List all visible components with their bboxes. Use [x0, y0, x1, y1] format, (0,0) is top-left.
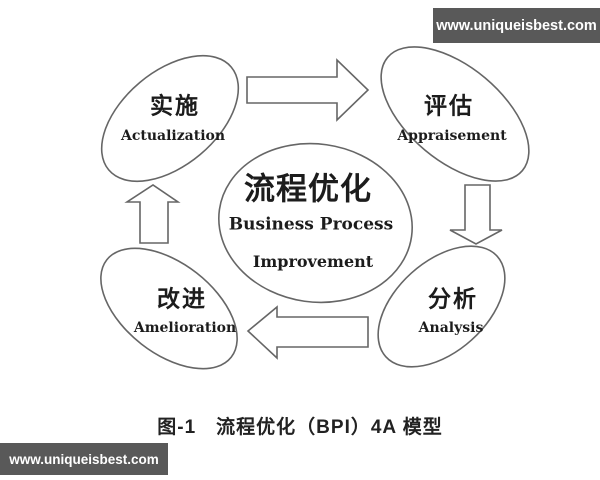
- arrow-left-analysis-to-amelioration: [246, 305, 369, 360]
- center-label-en-line2: Improvement: [252, 252, 374, 271]
- node-ellipse-amelioration: [100, 247, 238, 370]
- arrow-down-appraisement-to-analysis: [449, 184, 503, 245]
- node-ellipse-appraisement: [380, 46, 530, 182]
- arrow-up-amelioration-to-actualization: [124, 184, 181, 244]
- center-label-en-line1: Business Process: [228, 214, 394, 235]
- watermark-url-bottom: www.uniqueisbest.com: [9, 451, 159, 467]
- node-label-amelioration-zh: 改进: [157, 285, 207, 312]
- watermark-url-top: www.uniqueisbest.com: [436, 17, 597, 34]
- arrow-right-actualization-to-appraisement: [246, 58, 370, 122]
- node-ellipse-analysis: [377, 245, 506, 368]
- node-label-amelioration-en: Amelioration: [133, 320, 237, 336]
- node-label-actualization-en: Actualization: [120, 128, 226, 144]
- node-label-appraisement-zh: 评估: [424, 92, 474, 119]
- node-label-appraisement-en: Appraisement: [397, 128, 507, 144]
- figure-caption: 图-1 流程优化（BPI）4A 模型: [157, 417, 443, 438]
- node-label-analysis-en: Analysis: [418, 320, 484, 336]
- node-label-analysis-zh: 分析: [428, 285, 478, 312]
- watermark-banner-top: www.uniqueisbest.com: [433, 8, 600, 43]
- watermark-banner-bottom: www.uniqueisbest.com: [0, 443, 168, 475]
- center-label-zh: 流程优化: [244, 171, 372, 207]
- node-ellipse-actualization: [100, 54, 240, 183]
- node-label-actualization-zh: 实施: [150, 92, 200, 119]
- center-ellipse: [218, 142, 413, 304]
